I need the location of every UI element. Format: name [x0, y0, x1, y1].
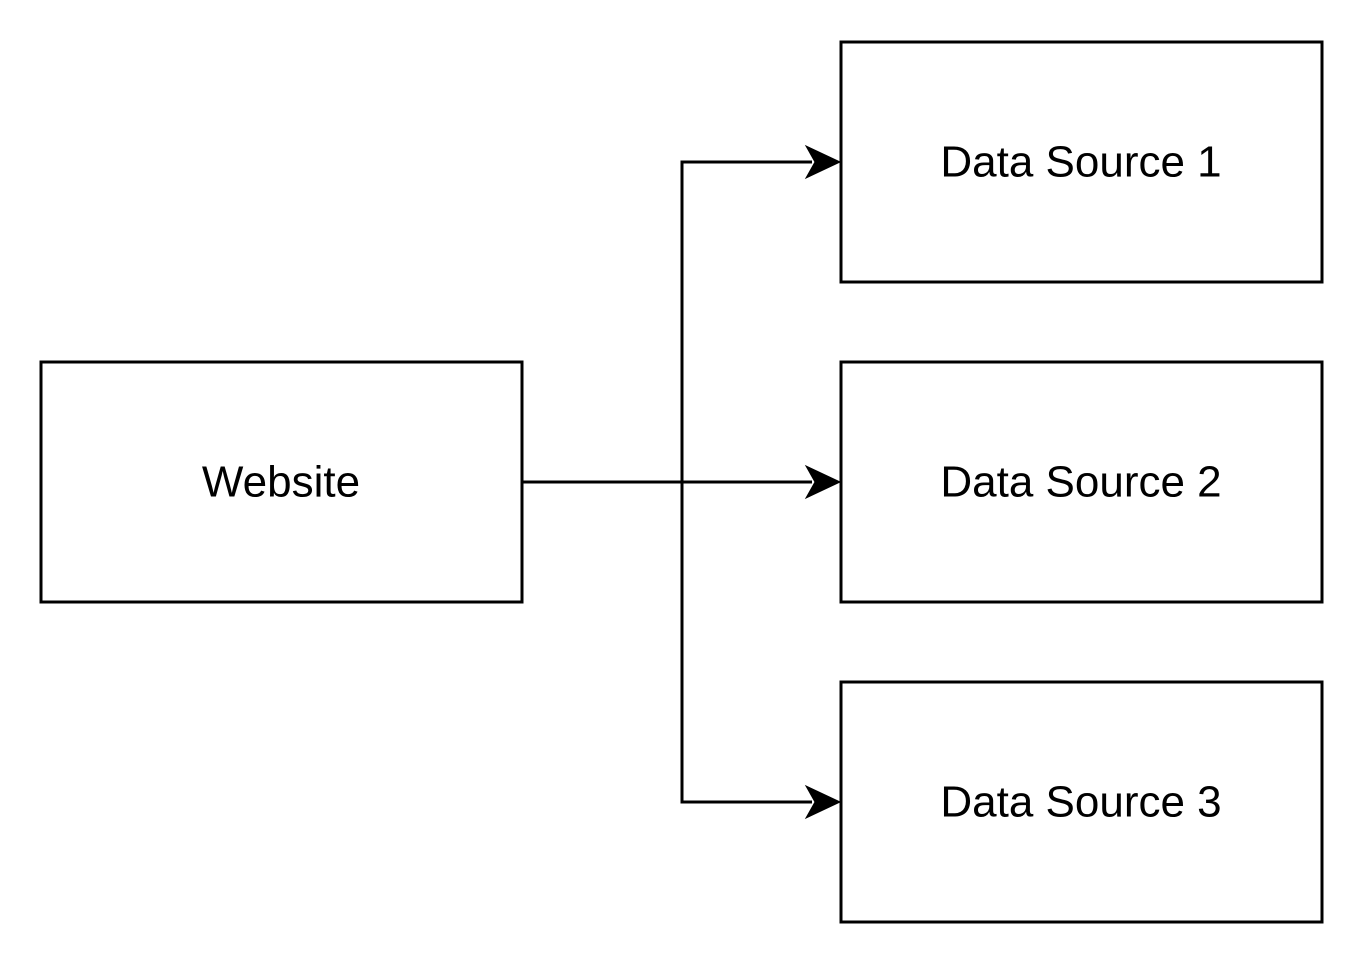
arrowhead-data-source-3: [804, 784, 842, 820]
node-website[interactable]: Website: [39, 360, 524, 604]
node-data-source-1-box[interactable]: [839, 40, 1324, 284]
edge-website-to-data-source-3[interactable]: [680, 482, 812, 804]
node-website-label: Website: [202, 458, 360, 507]
node-data-source-3-label: Data Source 3: [940, 778, 1221, 827]
arrowhead-data-source-2: [804, 464, 842, 500]
node-data-source-3-box[interactable]: [839, 680, 1324, 924]
connectors: [522, 160, 812, 804]
node-website-box[interactable]: [39, 360, 524, 604]
node-data-source-1[interactable]: Data Source 1: [839, 40, 1324, 284]
node-data-source-1-label: Data Source 1: [940, 138, 1221, 187]
node-data-source-2-label: Data Source 2: [940, 458, 1221, 507]
edge-website-to-data-source-1[interactable]: [680, 160, 812, 482]
node-data-source-2[interactable]: Data Source 2: [839, 360, 1324, 604]
arrowhead-data-source-1: [804, 144, 842, 180]
arrowheads: [804, 144, 842, 820]
node-data-source-3[interactable]: Data Source 3: [839, 680, 1324, 924]
node-data-source-2-box[interactable]: [839, 360, 1324, 604]
